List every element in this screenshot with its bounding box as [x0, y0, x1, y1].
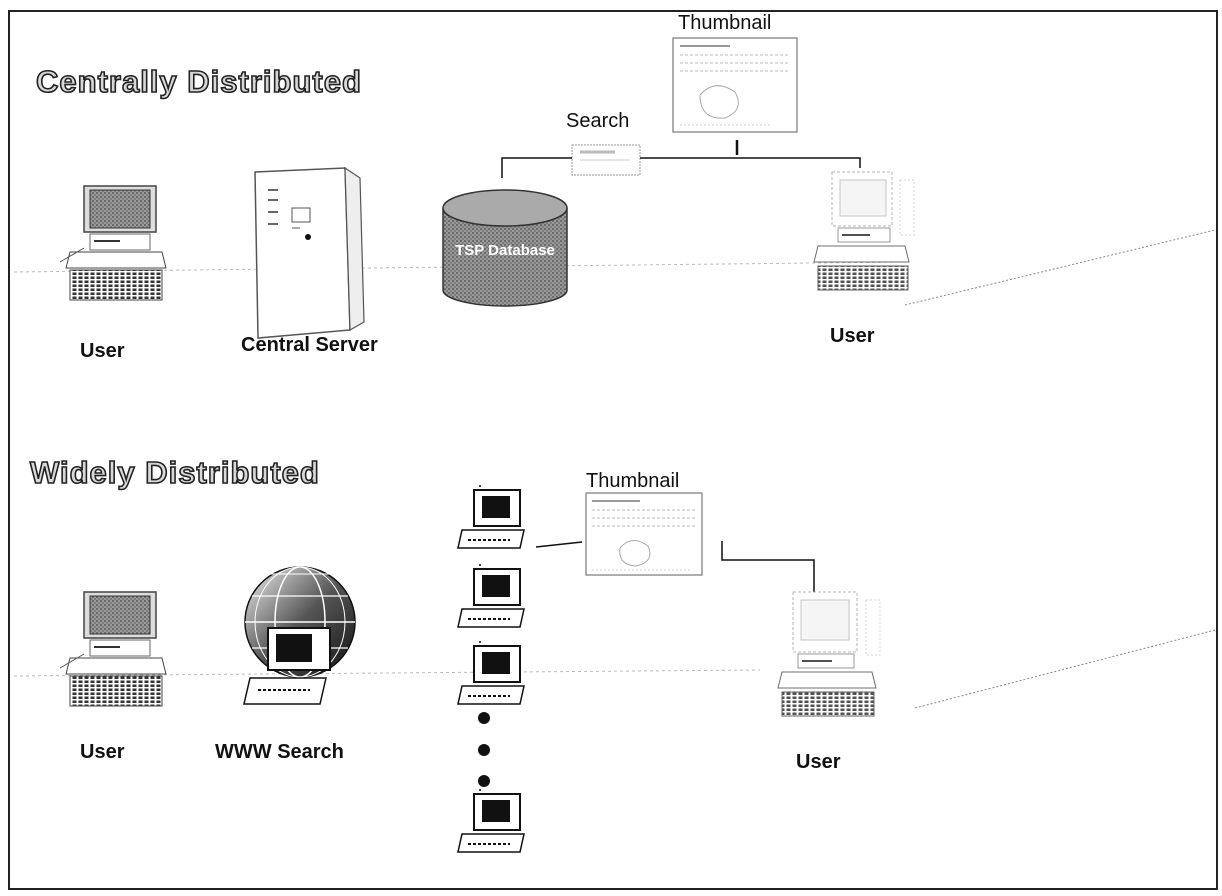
www-search-label: WWW Search — [215, 741, 344, 763]
network-line-bottom-right — [914, 629, 1216, 709]
user-computer-bottom-left — [59, 591, 167, 707]
network-line-top-right — [904, 229, 1216, 306]
ellipsis-dot-3 — [478, 775, 490, 787]
user-computer-top-left — [59, 185, 167, 301]
network-line-bottom — [13, 669, 761, 677]
widely-distributed-heading: Widely Distributed — [29, 454, 320, 491]
thumbnail-icon — [672, 37, 798, 133]
ellipsis-dot-2 — [478, 744, 490, 756]
search-label: Search — [566, 110, 630, 132]
user-computer-bottom-right — [777, 591, 881, 717]
server-icon — [254, 166, 365, 339]
user-label-top-right: User — [830, 325, 875, 347]
search-box — [571, 144, 641, 176]
network-line-top — [13, 261, 901, 273]
database-icon: TSP Database — [442, 189, 568, 307]
computer-icon — [457, 485, 525, 853]
centrally-distributed-heading: Centrally Distributed — [35, 63, 362, 100]
central-server-label: Central Server — [241, 334, 378, 356]
connector-db-search — [501, 157, 572, 178]
thumbnail-label-bottom: Thumbnail — [586, 470, 680, 492]
ellipsis-dot-1 — [478, 712, 490, 724]
thumbnail-label-top: Thumbnail — [678, 12, 772, 34]
globe-icon — [243, 566, 356, 705]
user-label-bottom-left: User — [80, 741, 125, 763]
user-label-bottom-right: User — [796, 751, 841, 773]
database-label: TSP Database — [455, 242, 555, 259]
connector-search-user — [640, 157, 861, 168]
user-computer-top-right — [813, 171, 915, 291]
connector-stack-thumbnail — [535, 541, 583, 548]
thumbnail-icon-bottom — [585, 492, 703, 576]
user-label-top-left: User — [80, 340, 125, 362]
connector-thumbnail-user — [721, 541, 815, 592]
